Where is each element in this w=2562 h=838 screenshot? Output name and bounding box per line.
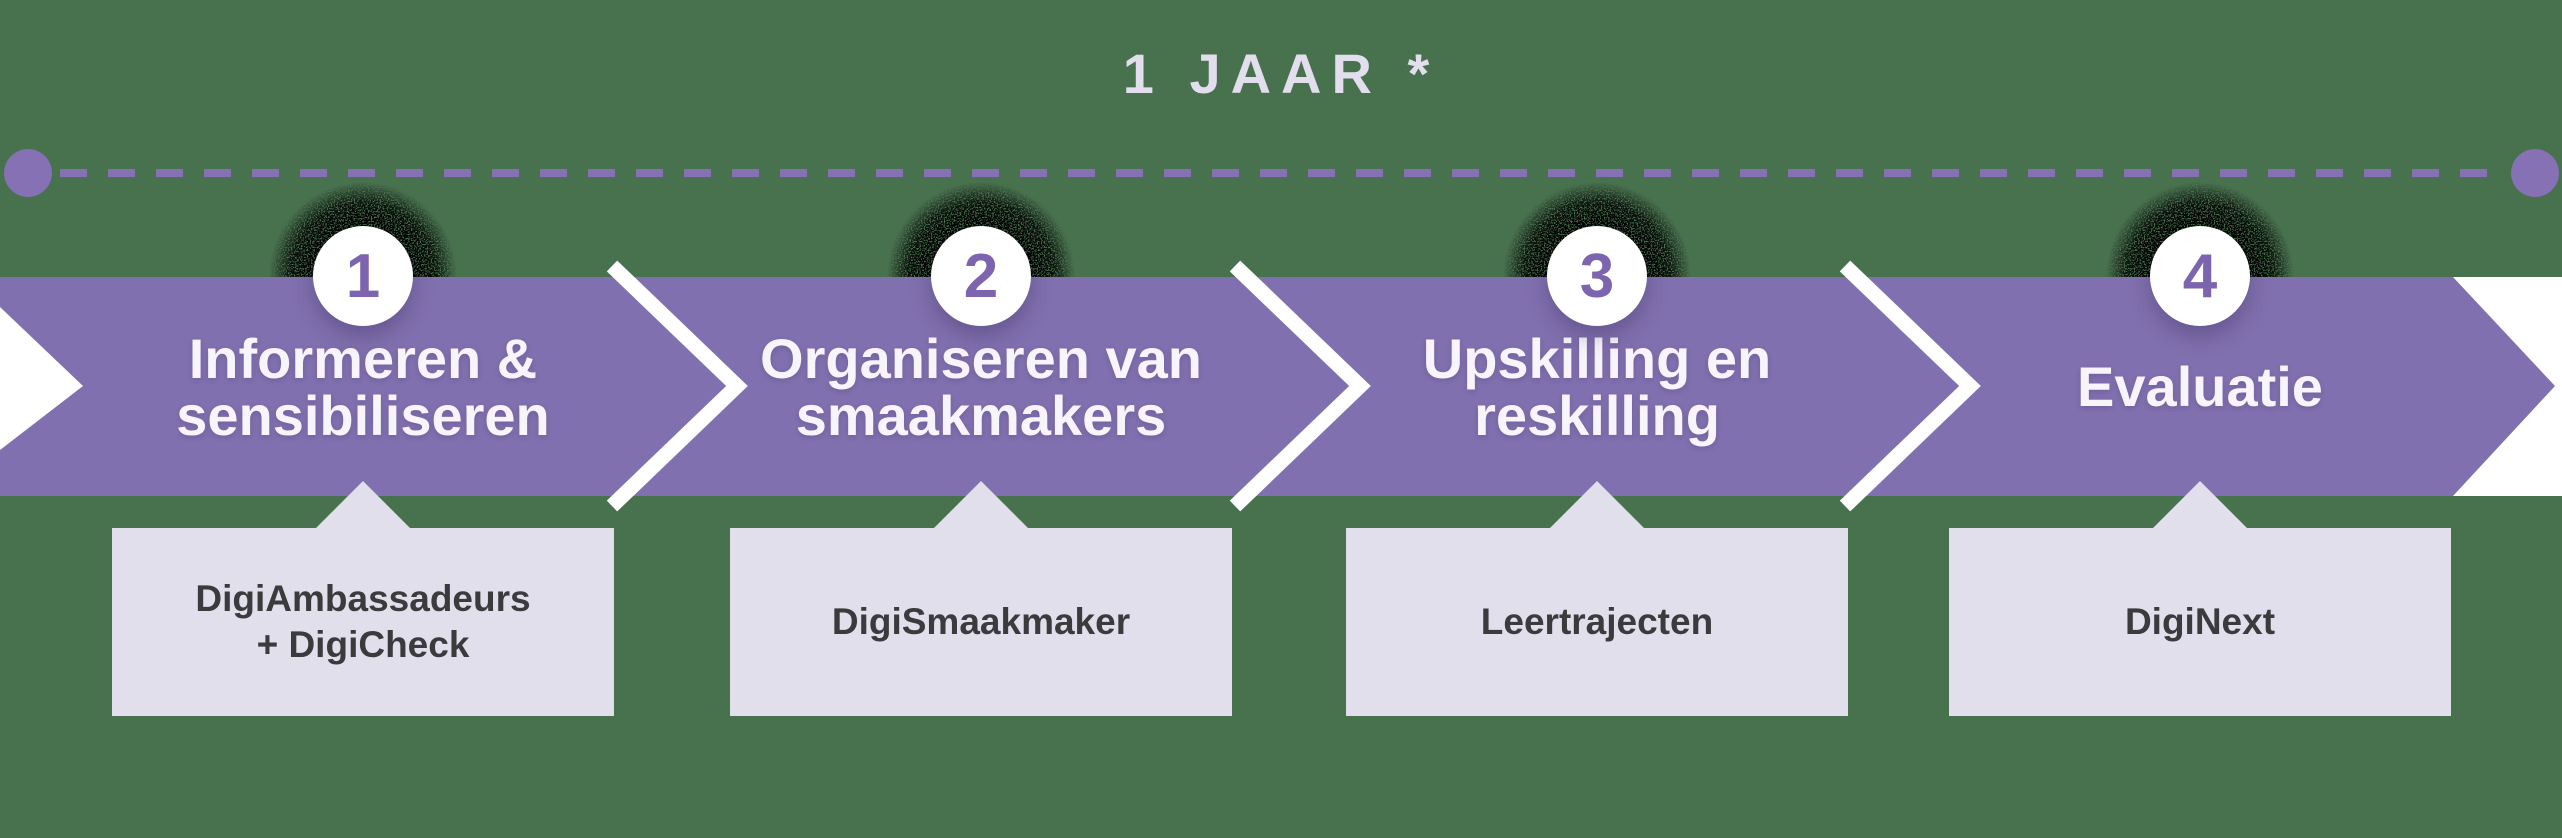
- step-4-number-badge: 4: [2150, 226, 2250, 326]
- step-3-detail-box: Leertrajecten: [1346, 481, 1848, 716]
- timeline-end-dot: [2511, 149, 2559, 197]
- step-2-detail-box: DigiSmaakmaker: [730, 481, 1232, 716]
- step-4-title: Evaluatie: [1910, 277, 2490, 496]
- step-4-number: 4: [2182, 241, 2218, 311]
- step-1-title: Informeren & sensibiliseren: [73, 277, 653, 496]
- step-1-box-line-1: DigiAmbassadeurs: [195, 578, 531, 619]
- step-1-title-line-2: sensibiliseren: [176, 383, 550, 447]
- step-3-box-line-1: Leertrajecten: [1480, 601, 1714, 642]
- step-4-title-line-1: Evaluatie: [2077, 355, 2323, 418]
- step-2-box-pointer-notch: [934, 481, 1028, 528]
- step-3-box-pointer-notch: [1550, 481, 1644, 528]
- step-2-number-badge: 2: [931, 226, 1031, 326]
- step-2-title: Organiseren van smaakmakers: [691, 277, 1271, 496]
- chevron-separator-1: [606, 260, 748, 512]
- step-2-title-line-2: smaakmakers: [795, 383, 1167, 447]
- step-1-title-line-1: Informeren &: [188, 326, 538, 390]
- step-1-number-badge: 1: [313, 226, 413, 326]
- timeline-start-dot: [4, 149, 52, 197]
- step-3-title-line-1: Upskilling en: [1422, 326, 1772, 390]
- step-2-title-line-1: Organiseren van: [760, 326, 1202, 390]
- step-1-detail-box: DigiAmbassadeurs + DigiCheck: [112, 481, 614, 716]
- timeline-duration-title: 1 JAAR *: [1122, 42, 1440, 105]
- step-1-box-pointer-notch: [316, 481, 410, 528]
- step-4-box-line-1: DigiNext: [2124, 601, 2276, 642]
- step-3-number: 3: [1579, 241, 1615, 311]
- step-3-title: Upskilling en reskilling: [1307, 277, 1887, 496]
- chevron-separator-2: [1229, 260, 1371, 512]
- step-1-number: 1: [345, 241, 381, 311]
- chevron-separator-3: [1839, 260, 1981, 512]
- step-3-title-line-2: reskilling: [1474, 383, 1720, 447]
- step-2-number: 2: [963, 241, 999, 311]
- step-4-box-pointer-notch: [2153, 481, 2247, 528]
- step-1-box-line-2: + DigiCheck: [256, 624, 470, 665]
- step-4-detail-box: DigiNext: [1949, 481, 2451, 716]
- step-3-number-badge: 3: [1547, 226, 1647, 326]
- step-2-box-line-1: DigiSmaakmaker: [831, 601, 1131, 642]
